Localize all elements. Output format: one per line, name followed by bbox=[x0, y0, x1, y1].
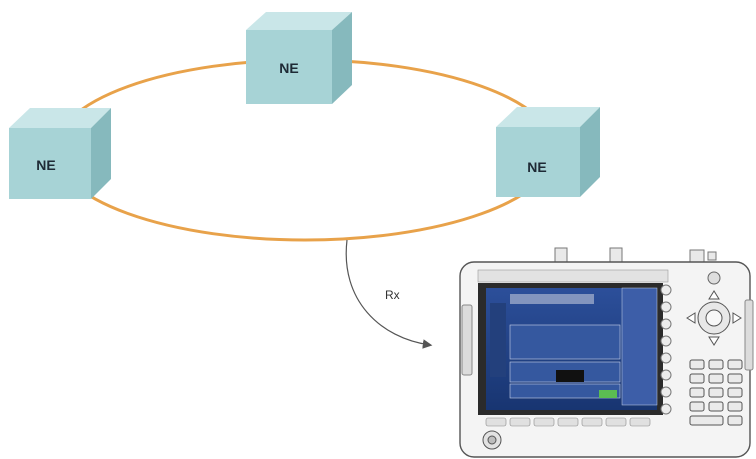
rx-label: Rx bbox=[385, 288, 400, 302]
ne-node-left: NE bbox=[9, 108, 111, 199]
ne-node-top: NE bbox=[246, 12, 352, 104]
test-instrument-icon bbox=[459, 247, 754, 458]
rx-tap-arrow bbox=[345, 239, 433, 349]
ne-node-top-label: NE bbox=[279, 60, 298, 76]
ne-node-left-label: NE bbox=[36, 157, 55, 173]
ne-node-right-label: NE bbox=[527, 159, 546, 175]
ne-node-right: NE bbox=[496, 107, 600, 197]
